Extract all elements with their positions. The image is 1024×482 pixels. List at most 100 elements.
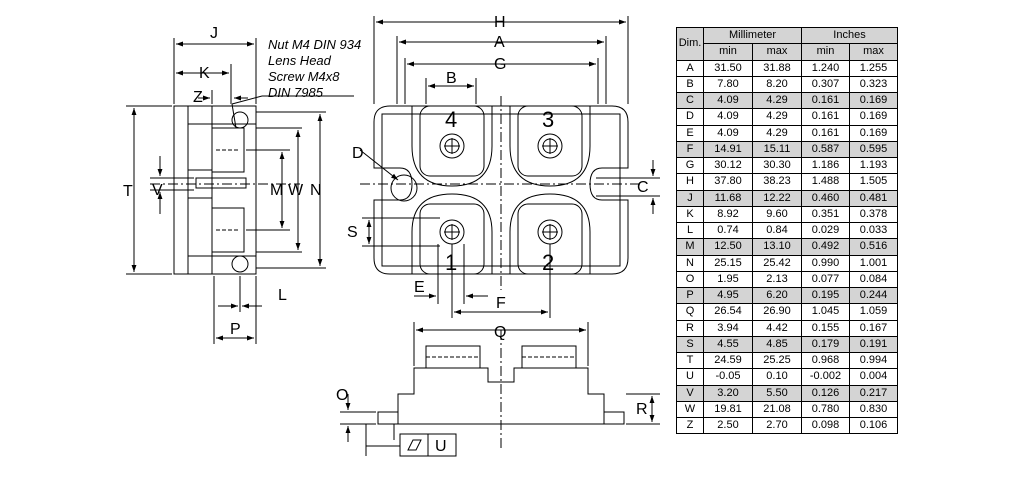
top-view-dimensions [359,16,660,318]
table-cell-dim: W [676,400,704,419]
table-cell-in-max: 1.193 [849,156,898,175]
label-k: K [199,65,210,82]
label-o: O [336,387,348,404]
table-cell-in-max: 1.255 [849,59,898,77]
pin-numbers: 4 3 1 2 [445,107,554,275]
table-cell-mm-max: 5.50 [752,384,802,402]
table-cell-mm-min: 7.80 [703,75,753,94]
pin-3: 3 [542,107,554,132]
table-cell-in-min: 0.077 [801,270,850,289]
table-cell-dim: N [676,254,704,272]
table-cell-in-max: 0.323 [849,75,898,94]
table-cell-mm-max: 31.88 [752,59,802,77]
table-cell-mm-max: 4.85 [752,335,802,354]
table-cell-dim: D [676,108,704,126]
table-cell-mm-min: 11.68 [703,189,753,207]
table-cell-in-max: 0.481 [849,189,898,207]
table-cell-mm-max: 8.20 [752,75,802,94]
label-p: P [230,321,241,338]
table-cell-dim: F [676,140,704,159]
header-dim: Dim. [676,27,704,61]
label-q: Q [494,324,506,341]
table-cell-mm-min: 30.12 [703,156,753,175]
table-cell-in-min: 1.488 [801,173,850,191]
table-cell-in-min: 0.161 [801,91,850,110]
table-cell-dim: L [676,221,704,240]
front-view [377,330,625,450]
table-cell-in-min: 0.587 [801,140,850,159]
dimension-table: Dim. Millimeter Inches min max min max A… [676,26,898,435]
table-cell-mm-min: 3.94 [703,319,753,337]
label-e: E [414,279,425,296]
label-l: L [278,287,287,304]
table-cell-mm-max: 4.29 [752,108,802,126]
table-cell-mm-max: 0.10 [752,368,802,386]
table-cell-in-min: 0.195 [801,286,850,305]
table-cell-mm-min: 4.95 [703,286,753,305]
table-cell-in-min: 0.968 [801,351,850,370]
table-cell-in-min: 0.351 [801,205,850,224]
table-cell-dim: B [676,75,704,94]
table-cell-in-min: 0.492 [801,238,850,256]
table-cell-mm-min: 4.09 [703,91,753,110]
table-cell-in-max: 0.994 [849,351,898,370]
top-view [360,96,640,290]
table-cell-dim: T [676,351,704,370]
table-cell-in-min: 0.780 [801,400,850,419]
table-cell-mm-max: 2.70 [752,416,802,435]
table-cell-mm-max: 38.23 [752,173,802,191]
svg-text:Screw M4x8: Screw M4x8 [268,69,340,84]
header-inches: Inches [801,26,898,45]
table-cell-mm-max: 15.11 [752,140,802,159]
table-cell-mm-max: 4.29 [752,91,802,110]
table-cell-dim: M [676,238,704,256]
table-cell-in-max: 0.106 [849,416,898,435]
table-cell-dim: K [676,205,704,224]
table-cell-in-max: 0.169 [849,91,898,110]
table-cell-dim: P [676,286,704,305]
table-cell-mm-min: 37.80 [703,173,753,191]
table-cell-mm-max: 9.60 [752,205,802,224]
table-cell-dim: Q [676,303,704,321]
side-view-dimensions [126,38,354,344]
table-cell-mm-min: 14.91 [703,140,753,159]
table-cell-in-max: 1.001 [849,254,898,272]
table-cell-mm-min: -0.05 [703,368,753,386]
table-cell-in-max: 0.004 [849,368,898,386]
table-cell-dim: J [676,189,704,207]
label-g: G [494,56,506,73]
table-cell-mm-min: 0.74 [703,221,753,240]
table-cell-in-max: 0.191 [849,335,898,354]
table-cell-mm-min: 3.20 [703,384,753,402]
table-cell-dim: U [676,368,704,386]
table-cell-dim: G [676,156,704,175]
label-a: A [494,34,505,51]
table-cell-in-max: 0.169 [849,124,898,142]
pin-1: 1 [445,250,457,275]
table-cell-in-min: 0.161 [801,124,850,142]
table-cell-in-min: 0.098 [801,416,850,435]
label-f: F [496,295,506,312]
table-cell-mm-max: 6.20 [752,286,802,305]
label-z: Z [193,89,203,106]
table-cell-in-max: 0.595 [849,140,898,159]
table-cell-mm-max: 12.22 [752,189,802,207]
table-cell-in-max: 0.169 [849,108,898,126]
table-cell-mm-min: 19.81 [703,400,753,419]
table-cell-in-min: 0.307 [801,75,850,94]
pin-2: 2 [542,250,554,275]
table-cell-dim: H [676,173,704,191]
